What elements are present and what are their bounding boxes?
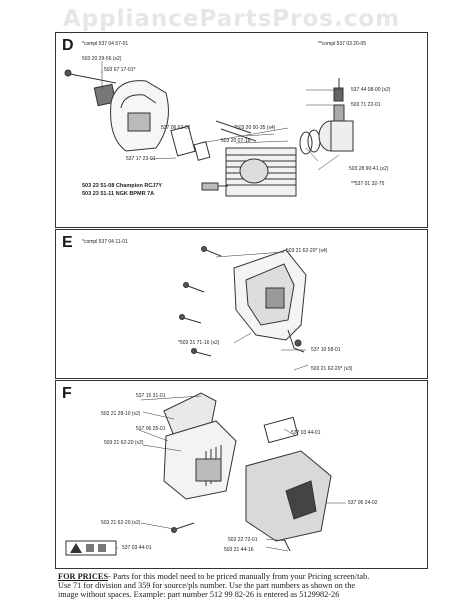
- pricing-note-line-2: Use 71 for division and 359 for source/p…: [58, 581, 356, 590]
- part-label-plug-ngk: 503 23 51-11 NGK BPMR 7A: [82, 191, 155, 197]
- part-label-warning-decal: 537 03 44-01: [122, 545, 152, 551]
- part-label-ring: 503 28 90-41 (x2): [349, 166, 389, 172]
- part-label-bracket: 503 22 72-01: [228, 537, 258, 543]
- part-label-compl-right: **compl 537 03 20-05: [318, 41, 367, 47]
- parts-diagram: D: [55, 32, 428, 569]
- part-label-screw-x2: *503 21 71-16 (x2): [178, 340, 220, 346]
- part-label-muffler: 537 17 23-01: [126, 156, 156, 162]
- part-label-compl: *compl 537 04 11-01: [82, 239, 128, 245]
- site-watermark: AppliancePartsPros.com: [62, 6, 401, 32]
- part-label-screw: 503 21 44-16: [224, 547, 254, 553]
- part-label-bearing: 503 71 22-01: [351, 102, 381, 108]
- part-label-spring: 537 10 58-01: [311, 347, 341, 353]
- part-label-gasket-b: 503 20 07-16: [221, 138, 251, 144]
- part-label-cover: 537 06 25-01: [136, 426, 166, 432]
- part-label-screw-x2c: 503 21 62-20 (x2): [101, 520, 141, 526]
- part-label-cover-top: 537 15 31-01: [136, 393, 166, 399]
- part-label-screw-x3: 503 21 62-20* (x3): [311, 366, 353, 372]
- part-label-compl-left: *compl 537 04 57-01: [82, 41, 129, 47]
- part-label-screw-x2: 503 21 28-10 (x2): [101, 411, 141, 417]
- part-label-screen: 503 67 17-01*: [104, 67, 136, 73]
- panel-d-label: D: [62, 37, 74, 54]
- part-label-washer: 537 44 08-00 (x2): [351, 87, 391, 93]
- panel-d: D: [55, 32, 428, 228]
- pricing-note: FOR PRICES- Parts for this model need to…: [58, 572, 463, 599]
- cylinder-cover-drawing: [65, 392, 346, 556]
- panel-f-label: F: [62, 385, 72, 402]
- pricing-note-line-1: FOR PRICES- Parts for this model need to…: [58, 572, 370, 581]
- panel-e: E: [55, 229, 428, 379]
- panel-f: F: [55, 380, 428, 569]
- part-label-cylinder: **537 01 32-75: [351, 181, 385, 187]
- part-label-decal: 537 03 44-01: [291, 430, 321, 436]
- part-label-screw-x2: 503 20 29-56 (x2): [82, 56, 122, 62]
- muffler-cylinder-drawing: [64, 61, 354, 197]
- part-label-plug-champion: 503 23 51-08 Champion RCJ7Y: [82, 183, 163, 189]
- part-label-gasket-a: 537 06 62-01: [161, 125, 191, 131]
- pricing-note-lead: FOR PRICES: [58, 572, 109, 581]
- panel-e-label: E: [62, 234, 73, 251]
- warning-decal-icon: [65, 540, 117, 556]
- pricing-note-line-3: image without spaces. Example: part numb…: [58, 590, 340, 599]
- part-label-housing: 537 06 24-02: [348, 500, 378, 506]
- part-label-screw-x4: *503 20 00-35 (x4): [234, 125, 276, 131]
- crankcase-cover-drawing: [179, 246, 309, 371]
- part-label-screw-x4: 503 21 62-20* (x4): [286, 248, 328, 254]
- part-label-screw-x2b: 503 21 62-20 (x2): [104, 440, 144, 446]
